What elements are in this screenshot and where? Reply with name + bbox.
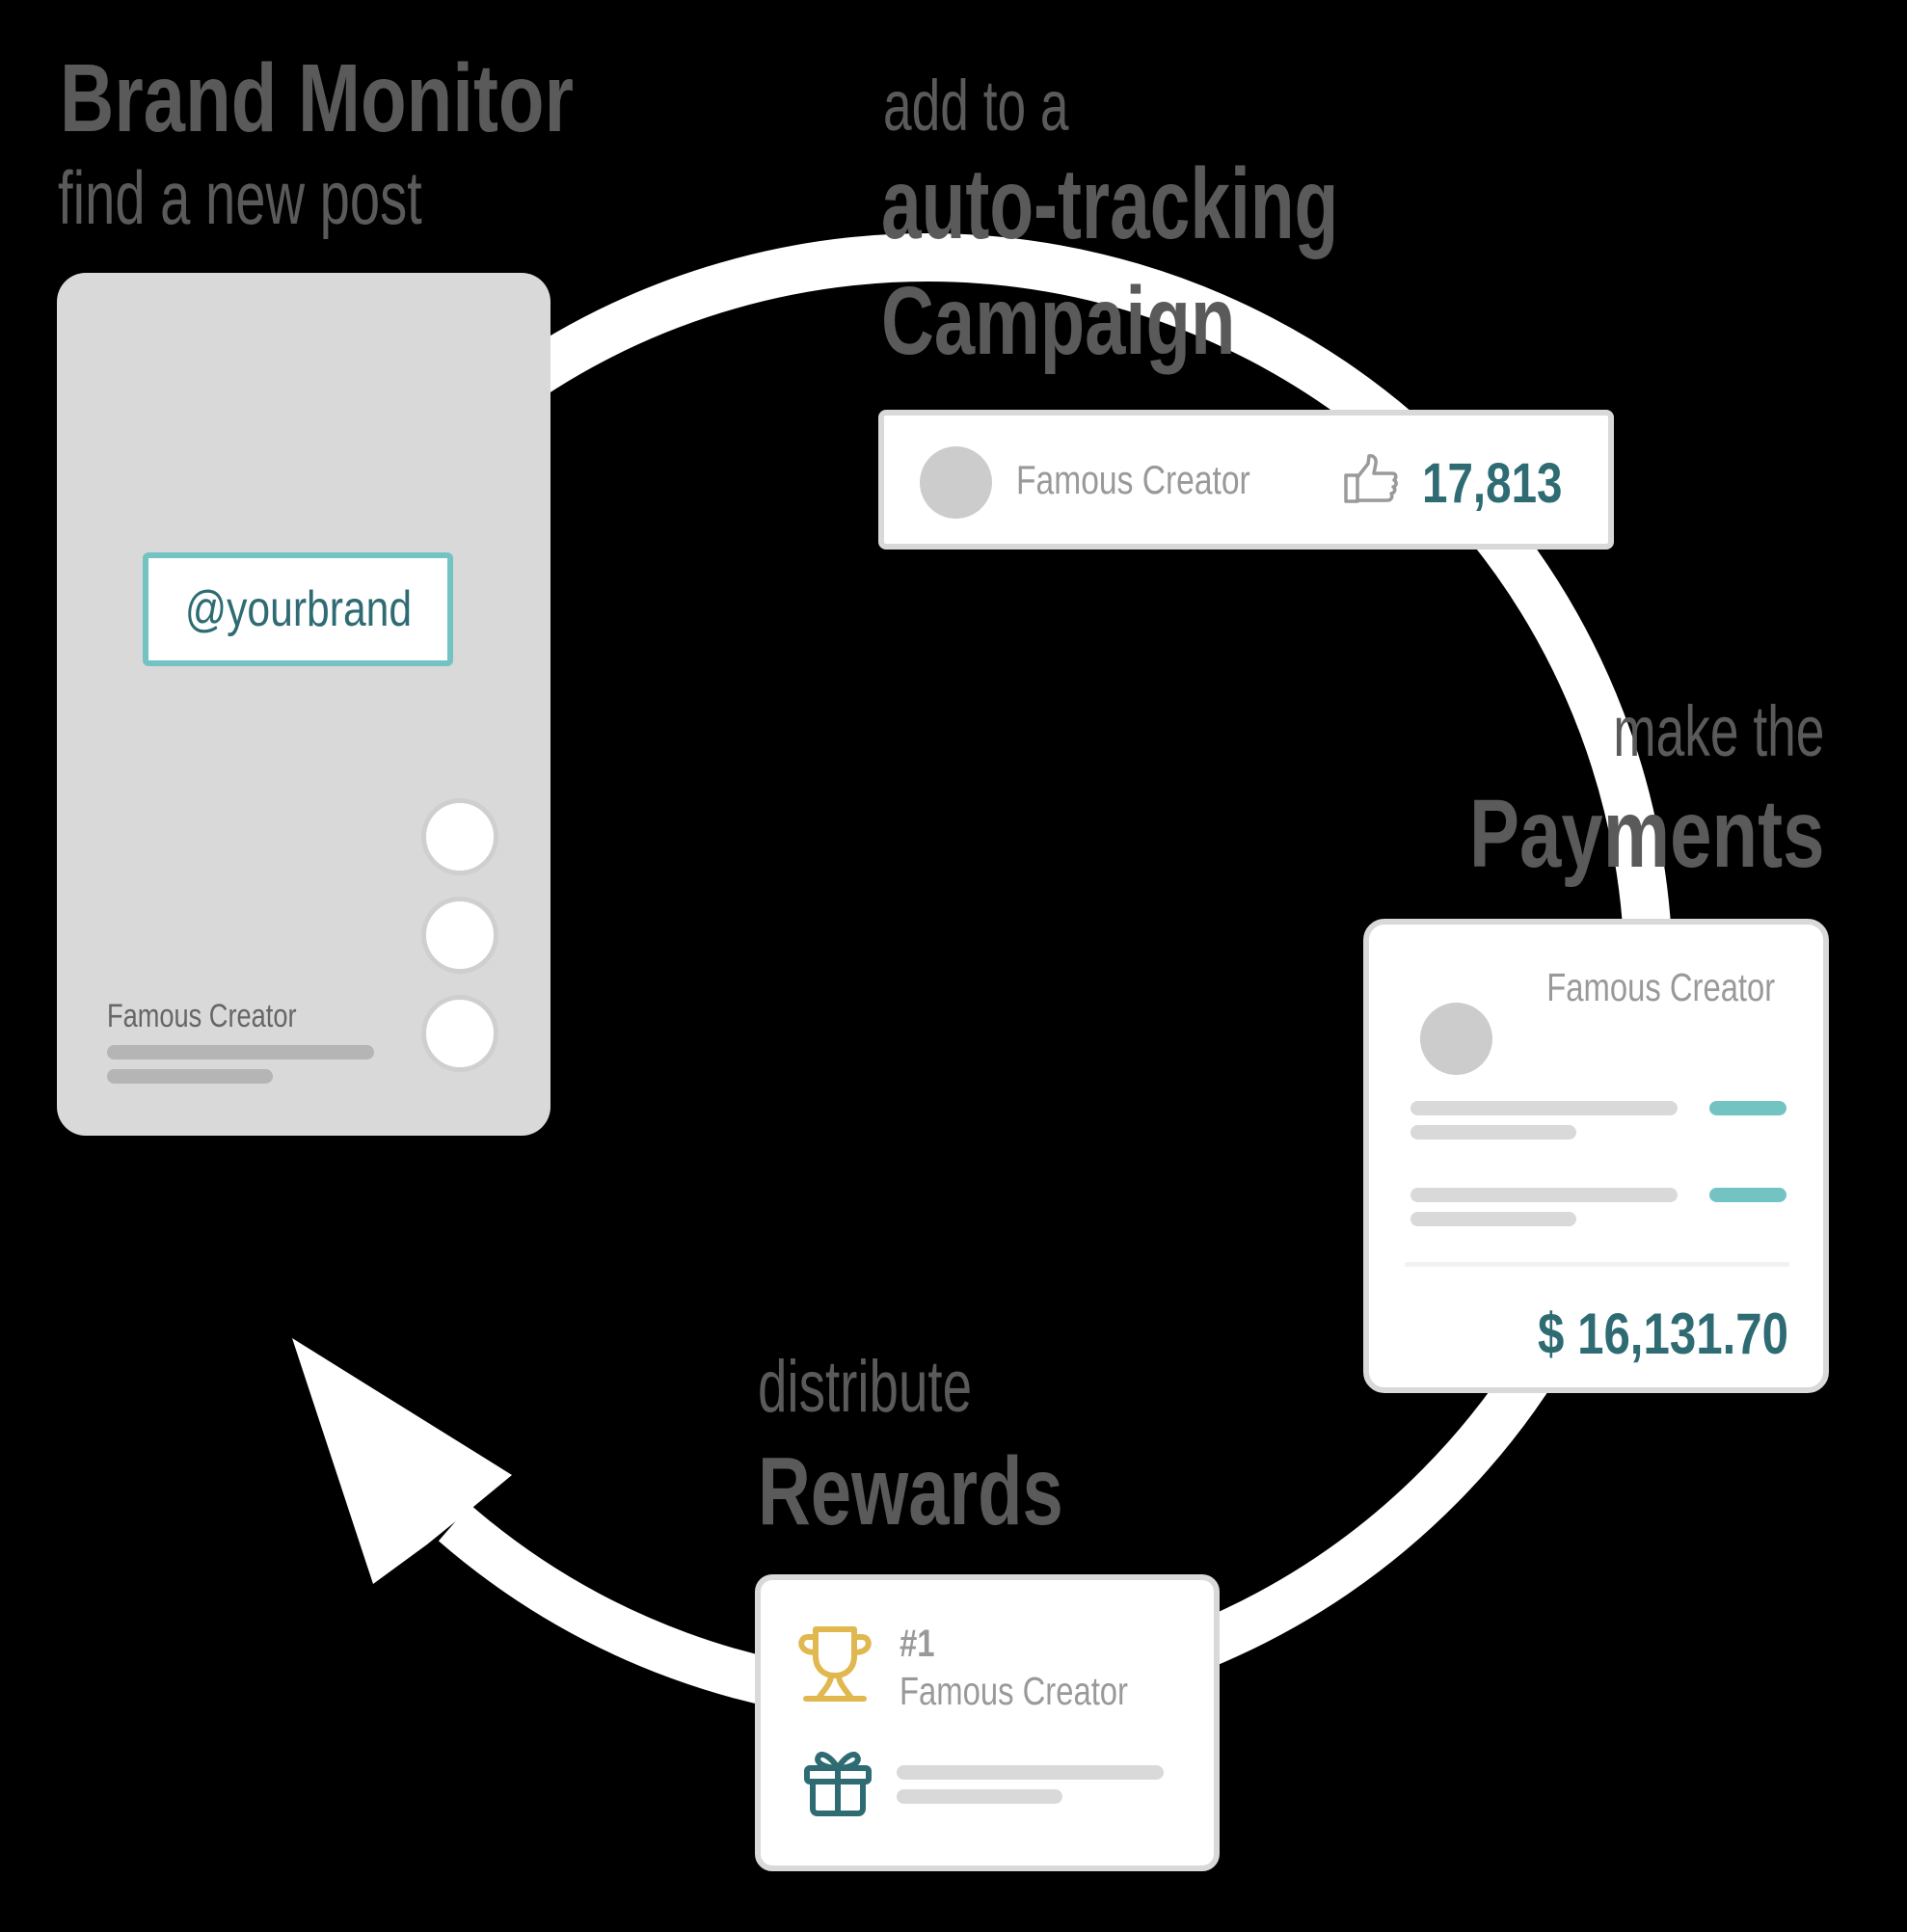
likes-count: 17,813 xyxy=(1422,452,1563,515)
creator-avatar xyxy=(920,446,992,519)
line-item-2-detail xyxy=(1410,1212,1576,1226)
thumbs-up-icon xyxy=(1344,454,1398,503)
reward-card[interactable]: #1 Famous Creator xyxy=(755,1574,1220,1871)
line-item-1-label xyxy=(1410,1101,1678,1115)
creator-name: Famous Creator xyxy=(1016,457,1250,502)
reward-detail-line-1 xyxy=(897,1765,1164,1780)
campaign-entry-card[interactable]: Famous Creator 17,813 xyxy=(878,410,1614,550)
line-item-2-label xyxy=(1410,1188,1678,1202)
step-campaign-title-2: Campaign xyxy=(881,267,1236,375)
brand-mention-tag[interactable]: @yourbrand xyxy=(143,552,453,666)
payment-summary-card[interactable]: Famous Creator $ 16,131.70 xyxy=(1363,919,1829,1393)
phone-post-card[interactable]: @yourbrand Famous Creator xyxy=(57,273,551,1136)
total-divider xyxy=(1405,1262,1789,1267)
comment-button[interactable] xyxy=(421,897,498,974)
gift-icon xyxy=(804,1751,872,1816)
step-campaign-pre: add to a xyxy=(883,66,1069,146)
line-item-2-amount xyxy=(1709,1188,1786,1202)
step-monitor-subtitle: find a new post xyxy=(58,155,422,240)
reward-rank: #1 xyxy=(900,1623,935,1665)
step-payments-pre: make the xyxy=(1612,691,1824,771)
post-creator-name: Famous Creator xyxy=(107,998,297,1034)
reward-creator-name: Famous Creator xyxy=(900,1669,1128,1713)
payment-total: $ 16,131.70 xyxy=(1538,1301,1788,1366)
payee-name: Famous Creator xyxy=(1546,965,1775,1009)
payee-avatar xyxy=(1420,1003,1492,1075)
like-button[interactable] xyxy=(421,798,498,875)
caption-line-1 xyxy=(107,1045,374,1060)
line-item-1-detail xyxy=(1410,1125,1576,1140)
caption-line-2 xyxy=(107,1069,273,1084)
reward-detail-line-2 xyxy=(897,1789,1062,1804)
trophy-icon xyxy=(798,1626,872,1702)
step-campaign-title-1: auto-tracking xyxy=(881,148,1339,260)
step-payments-title: Payments xyxy=(1468,780,1824,888)
brand-mention-text: @yourbrand xyxy=(184,581,412,637)
step-rewards-title: Rewards xyxy=(758,1437,1063,1545)
share-button[interactable] xyxy=(421,995,498,1072)
line-item-1-amount xyxy=(1709,1101,1786,1115)
step-monitor-title: Brand Monitor xyxy=(60,44,574,152)
step-rewards-pre: distribute xyxy=(758,1346,973,1428)
arrowhead-icon xyxy=(292,1338,512,1584)
